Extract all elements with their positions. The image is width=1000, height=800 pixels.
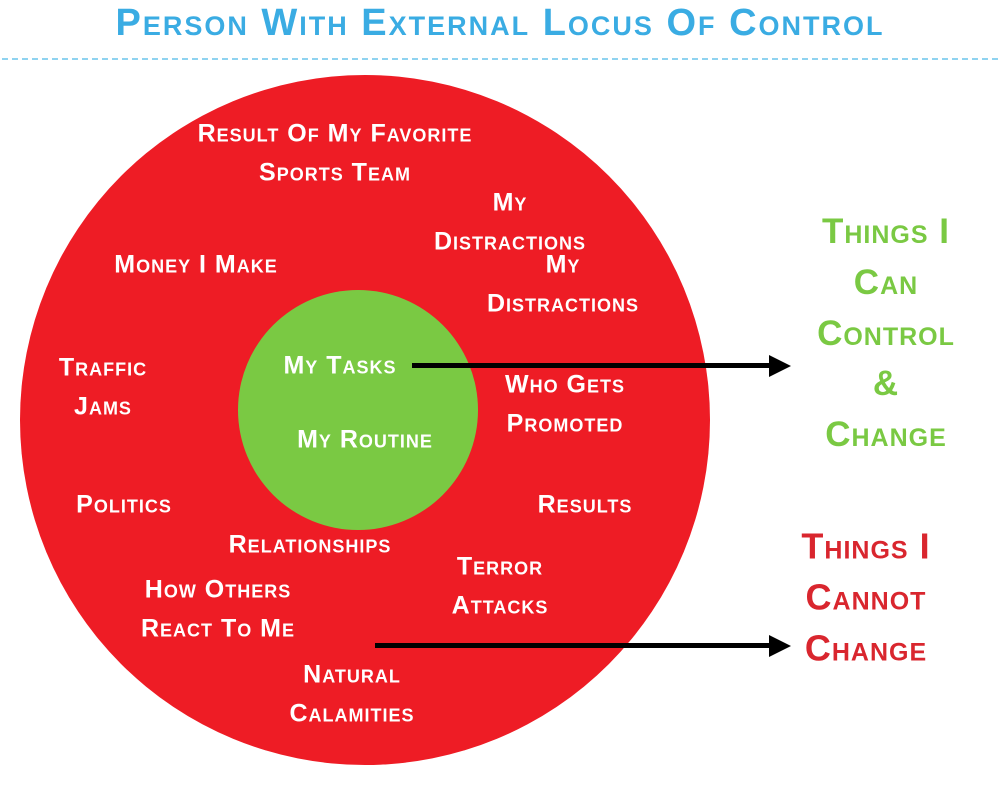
page-title: Person With External Locus Of Control: [115, 2, 885, 44]
label-my-tasks: My Tasks: [283, 351, 397, 380]
label-how-others-react: How Others React To Me: [140, 575, 296, 642]
cannot-change-arrow-icon: [375, 643, 770, 648]
dashed-divider: [2, 58, 998, 60]
label-relationships: Relationships: [228, 530, 392, 559]
label-my-distractions-1: My Distractions: [433, 188, 587, 255]
label-results: Results: [537, 490, 633, 519]
internal-control-circle: [238, 290, 478, 530]
label-money-i-make: Money I Make: [114, 250, 278, 279]
label-who-gets-promoted: Who Gets Promoted: [505, 370, 625, 437]
label-politics: Politics: [76, 490, 172, 519]
label-natural-calamities: Natural Calamities: [289, 660, 415, 727]
label-terror-attacks: Terror Attacks: [451, 552, 549, 619]
can-control-annotation: Things I Can Control & Change: [817, 212, 955, 455]
label-sports-team-result: Result Of My Favorite Sports Team: [197, 119, 473, 186]
cannot-change-annotation: Things I Cannot Change: [801, 525, 931, 669]
can-control-arrow-icon: [412, 363, 770, 368]
label-my-routine: My Routine: [297, 425, 433, 454]
label-traffic-jams: Traffic Jams: [58, 353, 148, 420]
label-my-distractions-2: My Distractions: [486, 250, 640, 317]
